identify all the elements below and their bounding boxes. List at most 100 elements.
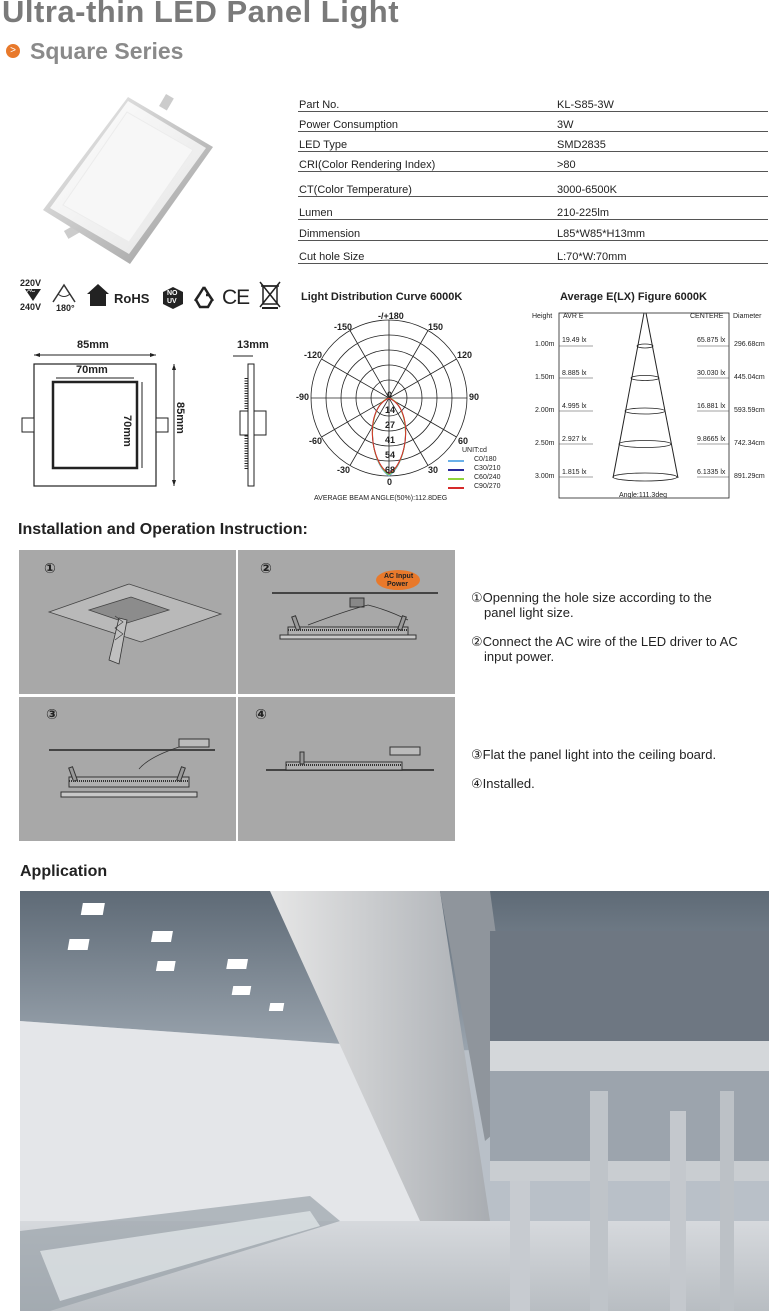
polar-angle-label: 60	[458, 436, 469, 446]
rohs-label: RoHS	[114, 291, 150, 306]
polar-angle-label: 90	[469, 392, 480, 402]
spec-value: 3000-6500K	[557, 171, 768, 197]
polar-angle-label: -90	[296, 392, 310, 402]
install-step-1-diagram	[47, 583, 223, 665]
polar-radial-label: 54	[385, 450, 396, 460]
illum-angle: Angle:111.3deg	[619, 492, 668, 499]
ac-label: AC	[27, 288, 36, 294]
install-step-2-diagram	[272, 570, 438, 640]
dim-thickness: 13mm	[237, 339, 269, 351]
series-subtitle: Square Series	[30, 38, 184, 64]
application-title: Application	[20, 863, 108, 880]
illum-diameter: 742.34cm	[734, 440, 765, 447]
illum-center: 65.875 lx	[697, 337, 726, 344]
illum-diameter: 593.59cm	[734, 407, 765, 414]
house-icon	[87, 284, 109, 306]
polar-radial-label: 0	[387, 390, 393, 400]
dimension-drawing	[21, 353, 267, 487]
illum-height: 2.50m	[535, 440, 555, 447]
spec-label: Dimmension	[298, 219, 557, 241]
illum-height: 1.00m	[535, 341, 555, 348]
instruction-text-2-line2: input power.	[484, 649, 555, 664]
legend-swatch	[448, 478, 464, 480]
polar-angle-label: 120	[457, 350, 473, 360]
spec-label: Power Consumption	[298, 111, 557, 132]
instruction-text-4: ④Installed.	[471, 776, 535, 791]
legend-label: C30/210	[474, 465, 501, 472]
spec-value: L:70*W:70mm	[557, 240, 768, 264]
illum-center: 30.030 lx	[697, 370, 726, 377]
polar-angle-label: -30	[337, 465, 351, 475]
install-step-3-diagram	[49, 738, 215, 798]
legend-swatch	[448, 469, 464, 471]
illum-height: 3.00m	[535, 473, 555, 480]
illum-header: Diameter	[733, 313, 762, 320]
illum-diameter: 445.04cm	[734, 374, 765, 381]
spec-value: KL-S85-3W	[557, 92, 768, 112]
illum-height: 2.00m	[535, 407, 555, 414]
spec-value: SMD2835	[557, 131, 768, 152]
illum-avr: 2.927 lx	[562, 436, 587, 443]
dim-width-inner: 70mm	[76, 364, 108, 376]
spec-value: 210-225lm	[557, 196, 768, 220]
no-uv-icon	[163, 287, 183, 309]
spec-row: CRI(Color Rendering Index)>80	[298, 151, 768, 172]
no-uv-label-2: UV	[167, 298, 177, 305]
illum-avr: 19.49 lx	[562, 337, 587, 344]
illum-diameter: 296.68cm	[734, 341, 765, 348]
polar-radial-label: 41	[385, 435, 396, 445]
step-number: ④	[255, 706, 267, 722]
polar-unit-label: UNIT:cd	[462, 447, 487, 454]
instruction-text-3: ③Flat the panel light into the ceiling b…	[471, 747, 717, 762]
voltage-triangle-icon	[25, 289, 41, 301]
polar-angle-label: 150	[428, 322, 444, 332]
legend-label: C60/240	[474, 474, 501, 481]
illum-center: 9.8665 lx	[697, 436, 726, 443]
spec-value: L85*W85*H13mm	[557, 219, 768, 241]
beam-angle-text: AVERAGE BEAM ANGLE(50%):112.8DEG	[314, 495, 448, 502]
polar-chart	[310, 319, 468, 477]
illum-header: CENTERE	[690, 313, 724, 320]
install-step-3-panel	[19, 697, 236, 841]
spec-value: 3W	[557, 111, 768, 132]
illum-header: Height	[532, 313, 553, 320]
recycle-icon	[193, 286, 215, 309]
legend-swatch	[448, 460, 464, 462]
dim-height-outer: 85mm	[174, 402, 186, 434]
dim-width-outer: 85mm	[77, 339, 109, 351]
illuminance-title: Average E(LX) Figure 6000K	[560, 291, 707, 303]
beam-angle-label: 180°	[56, 303, 75, 313]
polar-chart-title: Light Distribution Curve 6000K	[301, 291, 463, 303]
polar-angle-label: -/+180	[378, 311, 404, 321]
spec-label: Part No.	[298, 92, 557, 112]
spec-value: >80	[557, 151, 768, 172]
polar-radial-label: 68	[385, 465, 396, 475]
legend-label: C90/270	[474, 483, 501, 490]
spec-row: CT(Color Temperature)3000-6500K	[298, 171, 768, 197]
application-photo-scene	[20, 891, 769, 1311]
spec-label: CT(Color Temperature)	[298, 171, 557, 197]
polar-angle-label: -150	[334, 322, 353, 332]
page-title: Ultra-thin LED Panel Light	[2, 0, 400, 29]
illum-header: AVR E	[563, 313, 584, 320]
instruction-text-1-line2: panel light size.	[484, 605, 574, 620]
ce-label: CE	[222, 286, 250, 309]
illuminance-figure	[558, 312, 730, 499]
polar-angle-label: 0	[387, 477, 393, 487]
ac-input-label-1: AC Input	[384, 573, 414, 580]
illum-avr: 4.995 lx	[562, 403, 587, 410]
polar-radial-label: 14	[385, 405, 396, 415]
spec-label: Lumen	[298, 196, 557, 220]
instruction-text-2-line1: ②Connect the AC wire of the LED driver t…	[471, 634, 738, 649]
instruction-text-1-line1: ①Openning the hole size according to the	[471, 590, 712, 605]
no-uv-label-1: NO	[167, 290, 178, 297]
weee-bin-icon	[259, 281, 281, 309]
install-step-4-panel	[238, 697, 455, 841]
polar-angle-label: 30	[428, 465, 439, 475]
legend-swatch	[448, 487, 464, 489]
voltage-240-label: 240V	[20, 302, 42, 312]
spec-label: LED Type	[298, 131, 557, 152]
